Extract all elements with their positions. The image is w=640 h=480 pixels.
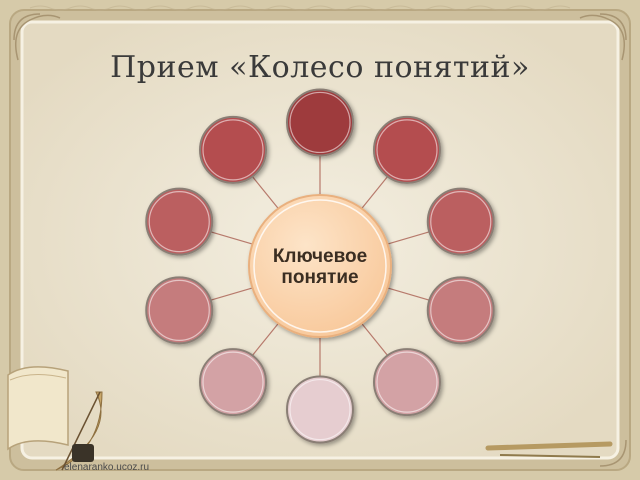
outer-node-4: [426, 276, 495, 345]
footer-site-link[interactable]: elenaranko.ucoz.ru: [64, 462, 150, 473]
outer-node-9: [145, 187, 214, 256]
outer-node-5: [372, 348, 441, 417]
outer-node-2: [372, 115, 441, 184]
center-node: Ключевое понятие: [248, 194, 392, 338]
connector-line: [387, 231, 430, 245]
connector-lines: [210, 155, 430, 377]
outer-node-10: [199, 115, 268, 184]
fountain-pen-icon: [485, 441, 613, 458]
outer-node-6: [286, 375, 354, 444]
center-label-line1: Ключевое: [273, 246, 367, 267]
outer-node-8: [145, 276, 214, 345]
outer-node-1: [286, 88, 354, 157]
connector-line: [210, 231, 253, 245]
outer-node-7: [199, 348, 268, 417]
corner-ornament-icon: [13, 13, 627, 467]
outer-concept-nodes: [145, 88, 495, 444]
connector-line: [251, 323, 279, 356]
connector-line: [361, 323, 389, 356]
connector-line: [387, 287, 430, 301]
outer-node-3: [426, 187, 495, 256]
scroll-and-quill-icon: [7, 366, 103, 471]
connector-line: [210, 287, 253, 301]
connector-line: [361, 176, 389, 209]
center-label-line2: понятие: [281, 267, 358, 288]
handwriting-decoration-icon: [29, 5, 571, 11]
slide-title: Прием «Колесо понятий»: [110, 50, 530, 85]
connector-line: [251, 176, 279, 209]
